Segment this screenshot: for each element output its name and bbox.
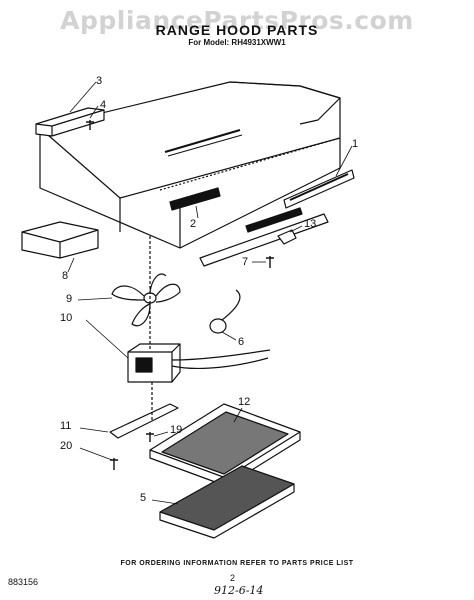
document-number: 883156 bbox=[8, 577, 39, 587]
callout-1: 1 bbox=[352, 138, 359, 150]
callout-7: 7 bbox=[242, 256, 249, 268]
screw-part-19 bbox=[146, 432, 154, 442]
page-title: RANGE HOOD PARTS bbox=[155, 22, 319, 38]
callout-4: 4 bbox=[100, 99, 107, 111]
callout-11: 11 bbox=[60, 420, 72, 432]
fan-blade-part-9 bbox=[111, 273, 181, 327]
callout-19: 19 bbox=[170, 424, 183, 436]
filter-pad-part-5 bbox=[159, 465, 295, 539]
ordering-note: FOR ORDERING INFORMATION REFER TO PARTS … bbox=[120, 560, 354, 567]
model-subtitle: For Model: RH4931XWW1 bbox=[188, 38, 286, 47]
motor-part-10 bbox=[127, 343, 271, 383]
hood-body bbox=[39, 81, 341, 249]
connector-part-6 bbox=[209, 289, 241, 334]
callout-20: 20 bbox=[60, 440, 73, 452]
callout-13: 13 bbox=[304, 218, 317, 230]
front-label-part-2 bbox=[169, 187, 221, 211]
bracket-part-13 bbox=[277, 229, 297, 245]
watermark: AppliancePartsPros.com bbox=[60, 6, 414, 35]
screw-part-4 bbox=[86, 120, 94, 130]
grease-filter-part-12 bbox=[149, 403, 301, 487]
callout-8: 8 bbox=[62, 270, 69, 282]
box-part-8 bbox=[21, 221, 99, 259]
callout-6: 6 bbox=[238, 336, 245, 348]
mount-bracket-part-11 bbox=[109, 403, 179, 439]
callout-10: 10 bbox=[60, 312, 73, 324]
callout-3: 3 bbox=[96, 75, 103, 87]
control-strip bbox=[199, 213, 329, 267]
callout-9: 9 bbox=[66, 293, 73, 305]
callout-12: 12 bbox=[238, 396, 251, 408]
callout-2: 2 bbox=[190, 218, 197, 230]
callout-5: 5 bbox=[140, 492, 147, 504]
handwritten-note: 912-6-14 bbox=[214, 584, 264, 597]
screw-part-7 bbox=[266, 256, 274, 268]
page-number: 2 bbox=[230, 573, 236, 583]
